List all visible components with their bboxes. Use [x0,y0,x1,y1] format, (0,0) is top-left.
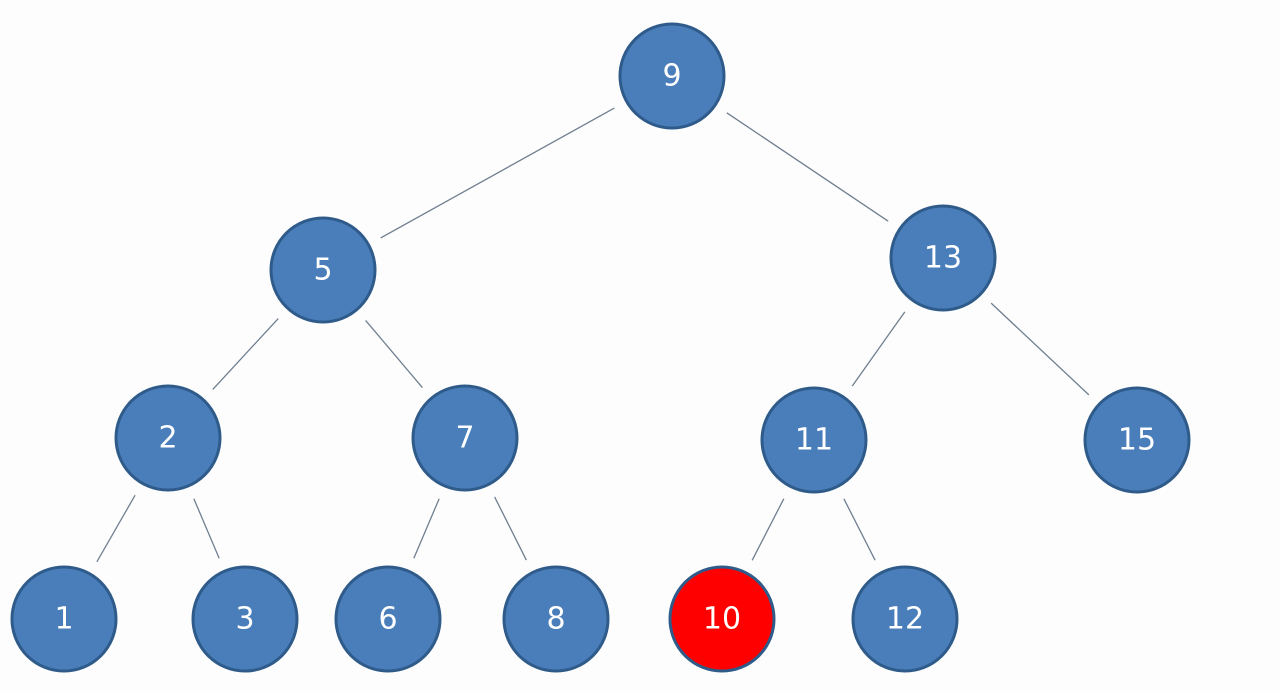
edge-5-7 [365,319,423,389]
tree-node-11: 11 [760,386,868,494]
node-label: 5 [313,253,332,288]
tree-node-7: 7 [411,384,519,492]
tree-node-8: 8 [502,565,610,673]
node-label: 13 [924,241,962,276]
node-label: 12 [886,602,924,637]
node-circle [334,565,442,673]
node-circle [760,386,868,494]
tree-node-15: 15 [1083,386,1191,494]
node-label: 3 [235,602,254,637]
highlighted-node-circle [668,565,776,673]
node-label: 1 [54,602,73,637]
edge-11-10 [751,498,785,561]
tree-edges [96,107,1090,563]
node-label: 9 [662,59,681,94]
edge-2-3 [193,498,220,559]
node-circle [10,565,118,673]
tree-node-6: 6 [334,565,442,673]
tree-node-5: 5 [269,216,377,324]
edge-7-6 [413,498,440,559]
edge-5-2 [212,318,279,390]
tree-node-12: 12 [851,565,959,673]
tree-node-3: 3 [191,565,299,673]
node-label: 10 [703,602,741,637]
node-label: 7 [455,421,474,456]
tree-node-9: 9 [618,22,726,130]
node-label: 6 [378,602,397,637]
tree-node-10: 10 [668,565,776,673]
node-circle [502,565,610,673]
edge-13-15 [990,302,1090,396]
node-circle [851,565,959,673]
node-label: 11 [795,423,833,458]
node-circle [114,384,222,492]
edge-9-13 [726,112,889,222]
tree-node-13: 13 [889,204,997,312]
node-label: 2 [158,421,177,456]
node-label: 8 [546,602,565,637]
node-circle [191,565,299,673]
tree-node-1: 1 [10,565,118,673]
node-circle [1083,386,1191,494]
node-circle [269,216,377,324]
node-circle [889,204,997,312]
edge-9-5 [380,107,615,239]
edge-7-8 [494,496,527,561]
edge-13-11 [851,311,906,387]
tree-node-2: 2 [114,384,222,492]
node-circle [618,22,726,130]
node-circle [411,384,519,492]
edge-2-1 [96,494,136,563]
node-label: 15 [1118,423,1156,458]
edge-11-12 [843,498,876,561]
